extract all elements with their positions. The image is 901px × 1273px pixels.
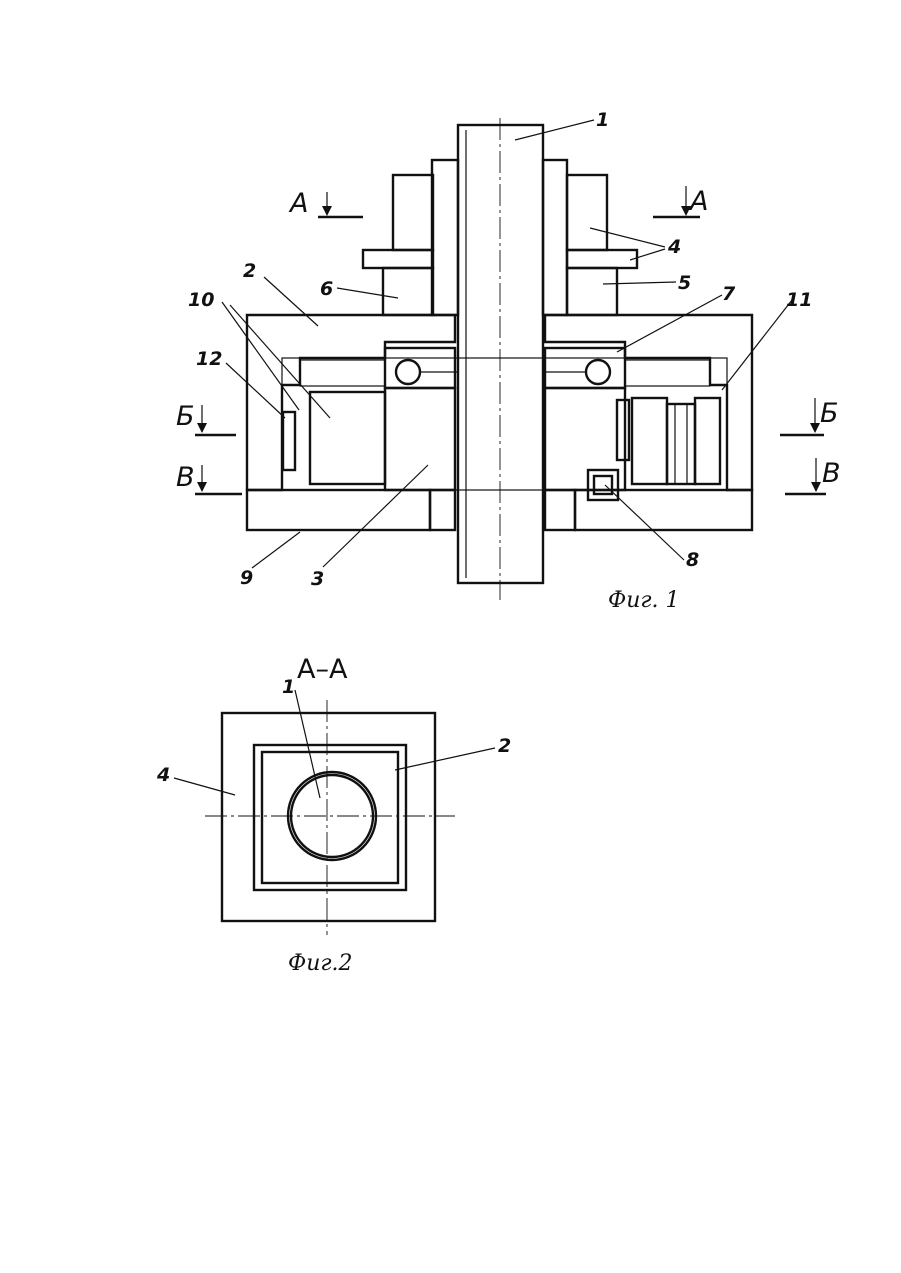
label-3: 3 [311, 568, 324, 590]
label-4: 4 [667, 236, 681, 258]
section-marks [195, 186, 826, 494]
section-title-a-a: А–А [297, 654, 348, 685]
label-9: 9 [240, 567, 253, 589]
section-b-right: Б [820, 398, 839, 429]
key-part-8 [588, 470, 618, 500]
label-1: 1 [596, 109, 609, 131]
label-11: 11 [786, 289, 812, 311]
section-letters: А А Б Б В В [176, 186, 841, 493]
elements-10-11 [310, 392, 720, 484]
shaft-part-1 [458, 118, 543, 600]
fig2-label-4: 4 [156, 764, 170, 786]
figure-1-caption: Фиг. 1 [608, 588, 680, 613]
section-b-left: Б [176, 401, 195, 432]
upper-hub [432, 160, 567, 315]
section-a-right: А [688, 186, 708, 217]
base-part-9 [247, 490, 752, 530]
bearing-part-7 [300, 348, 710, 388]
housing-part-2 [247, 315, 752, 490]
clearance-gap [254, 745, 406, 890]
label-2: 2 [243, 260, 256, 282]
section-v-left: В [176, 462, 195, 493]
label-10: 10 [188, 289, 214, 311]
label-5: 5 [678, 272, 691, 294]
fig2-label-2: 2 [498, 735, 511, 757]
fig2-label-1: 1 [282, 676, 295, 698]
section-a-left: А [288, 188, 308, 219]
label-6: 6 [320, 278, 333, 300]
figure-2-caption: Фиг.2 [288, 951, 353, 976]
label-12: 12 [196, 348, 222, 370]
figure-2-section-a-a: А–А 4 1 2 Фиг.2 [156, 654, 511, 976]
label-7: 7 [722, 283, 736, 305]
figure-1-section-view: 1 2 3 4 5 6 7 8 9 10 11 12 А А Б Б В В Ф… [176, 109, 841, 613]
label-8: 8 [686, 549, 699, 571]
section-v-right: В [822, 458, 841, 489]
